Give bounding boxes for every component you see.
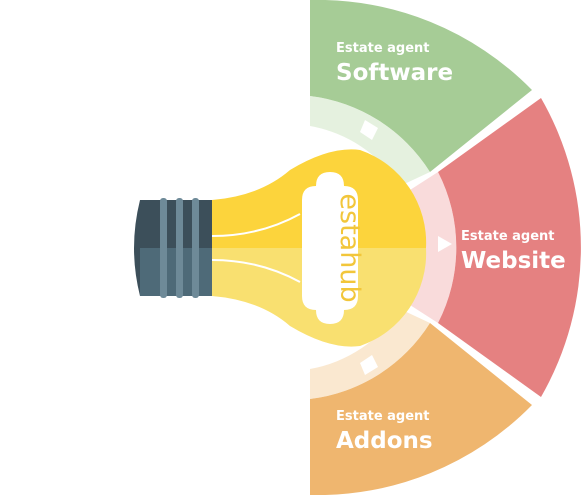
segment-software[interactable]: Estate agent Software [310, 0, 532, 186]
website-segment-shape [438, 98, 581, 397]
segment-website[interactable]: Estate agent Website [410, 98, 581, 397]
software-kicker: Estate agent [336, 41, 430, 56]
logo-cloud [302, 172, 358, 324]
addons-segment-shape [310, 323, 532, 496]
segment-addons[interactable]: Estate agent Addons [310, 309, 532, 496]
filament-lower [211, 259, 301, 283]
software-inner-band [310, 96, 430, 186]
gear-notches [360, 120, 452, 375]
software-title: Software [336, 60, 453, 86]
website-title: Website [461, 248, 566, 274]
base-ridge-1 [160, 198, 167, 298]
addons-inner-band [310, 309, 430, 399]
filament-upper [211, 213, 301, 237]
software-segment-shape [310, 0, 532, 172]
website-kicker: Estate agent [461, 229, 555, 244]
addons-kicker: Estate agent [336, 409, 430, 424]
addons-title: Addons [336, 428, 433, 454]
estahub-logo: estahub [302, 172, 365, 324]
base-ridge-2 [176, 198, 183, 298]
light-bulb: estahub [134, 149, 427, 347]
logo-wordmark: estahub [334, 193, 365, 302]
base-ridge-3 [192, 198, 199, 298]
bulb-base [134, 198, 212, 298]
website-inner-band [410, 172, 457, 323]
